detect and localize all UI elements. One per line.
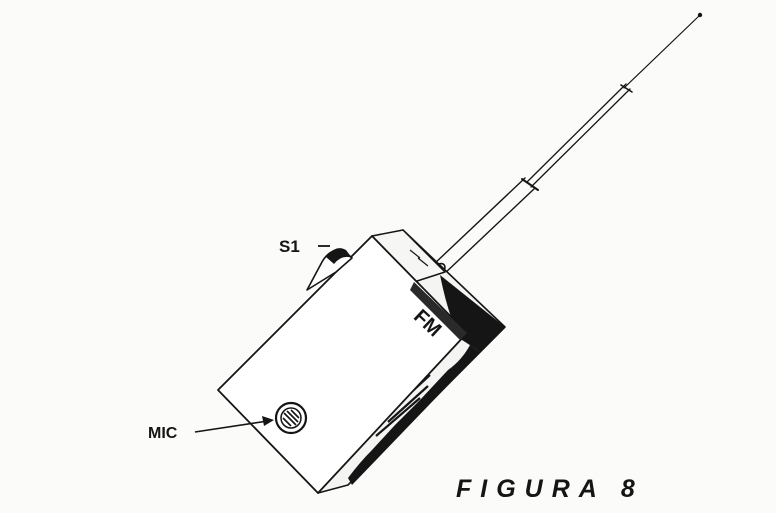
antenna-middle-section-a [526, 83, 627, 183]
antenna-lower-section-a [432, 177, 526, 266]
box-front-edge-shade [410, 282, 467, 340]
figure-caption: FIGURA 8 [456, 475, 644, 503]
telescopic-antenna [430, 12, 703, 278]
switch-s1-label: S1 [279, 237, 300, 256]
microphone: MIC [148, 401, 308, 442]
box-side-shadow-lower [348, 345, 480, 485]
antenna-middle-section-b [530, 88, 631, 188]
microphone-grille [280, 407, 302, 429]
microphone-label: MIC [148, 425, 178, 442]
transmitter-box [217, 229, 506, 494]
microphone-grille-hatch [282, 409, 300, 427]
switch-s1-lever [326, 248, 352, 264]
antenna-joint-2 [521, 178, 539, 191]
antenna-lower-section-b [442, 187, 536, 276]
antenna-joint-1 [620, 84, 633, 93]
microphone-leader [194, 420, 269, 433]
antenna-tip-section [623, 14, 701, 89]
antenna-tip-ball [697, 12, 703, 18]
box-side-shadow [440, 275, 505, 352]
switch-s1: S1 [279, 237, 353, 291]
box-top-hatch [409, 249, 429, 267]
microphone-arrowhead [262, 416, 274, 426]
